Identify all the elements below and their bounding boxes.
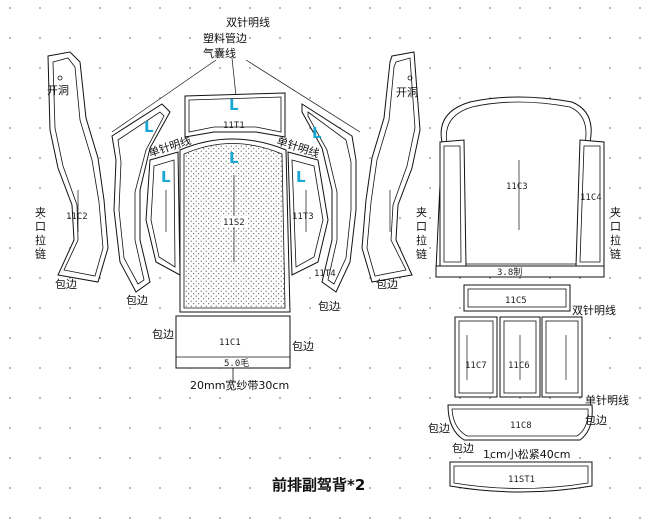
svg-text:夹: 夹: [610, 206, 621, 219]
open-hole-label: 开洞: [396, 86, 418, 99]
svg-text:拉: 拉: [416, 233, 427, 247]
svg-text:链: 链: [416, 247, 427, 261]
open-hole-label: 开洞: [47, 84, 69, 97]
piece-11S2: 11S2: [179, 138, 291, 313]
piping-label: 包边: [428, 422, 450, 435]
piping-label: 包边: [318, 300, 340, 313]
piece-label: 11C1: [219, 338, 241, 348]
top-note-line-3: 气囊线: [203, 46, 236, 60]
piece-11C8: 11C8: [447, 404, 593, 441]
piece-11C2: 11C2 开洞: [47, 51, 109, 283]
piece-label: 11C6: [508, 361, 530, 371]
svg-text:口: 口: [35, 220, 46, 233]
piece-11C5: 11C5: [463, 284, 571, 312]
hem-strip: [435, 265, 605, 278]
piece-label: 11C8: [510, 421, 532, 431]
piece-left-strip: [111, 103, 171, 293]
piece-label: 11C3: [506, 182, 528, 192]
hem-50-label: 5.0毛: [224, 357, 249, 369]
piece-label: 11C2: [66, 212, 88, 222]
top-note-line-1: 双针明线: [226, 15, 270, 29]
piece-label: 11C7: [465, 361, 487, 371]
piece-label: 11T3: [292, 212, 314, 222]
piping-label: 包边: [126, 294, 148, 307]
piping-label: 包边: [292, 340, 314, 353]
piece-11T1: 11T1: [184, 92, 286, 138]
piece-left-side: [145, 151, 181, 276]
zipper-label-left: 夹 口 拉 链: [35, 206, 46, 261]
top-note-line-2: 塑料管边: [203, 31, 247, 45]
svg-text:口: 口: [416, 220, 427, 233]
leader-line: [111, 59, 217, 133]
piece-11C3-left-side: [439, 139, 467, 267]
piece-11T3: 11T3: [287, 151, 329, 276]
leader-line: [245, 59, 361, 133]
piece-11C6-mirror: [541, 316, 583, 398]
svg-text:链: 链: [35, 247, 46, 261]
diagram-title: 前排副驾背*2: [272, 476, 365, 494]
single-needle-label: 单针明线: [585, 393, 629, 407]
grain-mark: L: [161, 168, 171, 186]
strap-label: 20mm宽纱带30cm: [190, 378, 289, 392]
piece-label: 11T4: [314, 269, 336, 279]
svg-text:夹: 夹: [35, 206, 46, 219]
grain-mark: L: [144, 118, 154, 136]
piping-label: 包边: [55, 278, 77, 291]
svg-text:拉: 拉: [35, 233, 46, 247]
piece-11C1: 11C1 5.0毛: [175, 315, 291, 382]
piece-label: 11S2: [223, 218, 245, 228]
piece-11C7: 11C7: [454, 316, 498, 398]
svg-text:链: 链: [610, 247, 621, 261]
elastic-label: 1cm小松紧40cm: [483, 447, 571, 461]
double-needle-label: 双针明线: [572, 303, 616, 317]
zipper-label-right: 夹 口 拉 链: [610, 206, 621, 261]
piping-label: 包边: [585, 414, 607, 427]
grain-mark: L: [229, 149, 239, 167]
piece-11C6: 11C6: [499, 316, 541, 398]
zipper-label-mid: 夹 口 拉 链: [416, 206, 427, 261]
hem-38-label: 3.8制: [497, 266, 522, 278]
piece-11T4: 11T4: [301, 103, 357, 293]
piece-label: 11ST1: [508, 475, 535, 485]
svg-text:拉: 拉: [610, 233, 621, 247]
piece-11C4: 11C4: [575, 139, 605, 267]
piece-label: 11T1: [223, 121, 245, 131]
piping-label: 包边: [452, 442, 474, 455]
piece-label: 11C5: [505, 296, 527, 306]
piece-11C3: 11C3: [435, 96, 597, 271]
piping-label: 包边: [376, 278, 398, 291]
svg-text:口: 口: [610, 220, 621, 233]
grain-mark: L: [296, 168, 306, 186]
piece-right-panel: 开洞: [361, 51, 421, 283]
piece-label: 11C4: [580, 193, 602, 203]
svg-text:夹: 夹: [416, 206, 427, 219]
piece-11ST1: 11ST1: [449, 461, 593, 493]
grain-mark: L: [229, 96, 239, 114]
leader-line: [231, 57, 237, 97]
piping-label: 包边: [152, 328, 174, 341]
grain-mark: L: [312, 124, 322, 142]
